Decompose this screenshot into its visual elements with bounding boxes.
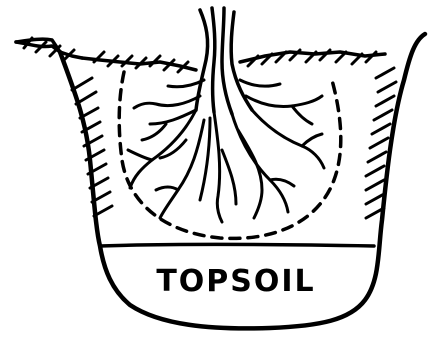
- grass-hatching-left: [24, 38, 188, 72]
- ground-surface: [16, 42, 385, 70]
- topsoil-label: TOPSOIL: [156, 264, 315, 299]
- root-ball-outline: [119, 72, 341, 238]
- topsoil-divider: [100, 245, 374, 247]
